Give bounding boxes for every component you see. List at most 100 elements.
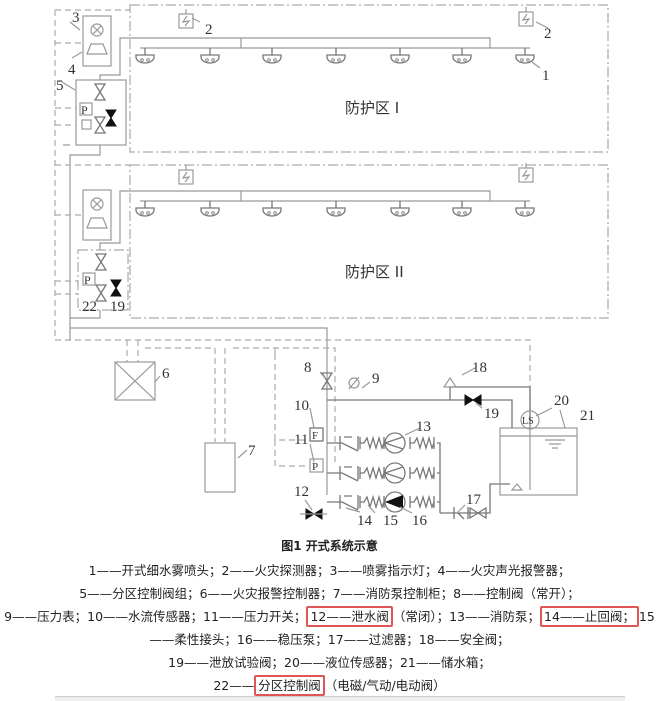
pressure-switch-symbol: P — [81, 103, 88, 117]
legend-text: 22—— — [213, 678, 255, 693]
solenoid-icon — [81, 119, 92, 130]
control-valve-icon — [94, 83, 106, 101]
nozzle-icon — [200, 47, 220, 64]
check-valve-icon — [339, 465, 359, 482]
nozzle-icon — [452, 47, 472, 64]
legend: 1——开式细水雾喷头；2——火灾探测器；3——喷雾指示灯；4——火灾声光报警器；… — [0, 561, 659, 699]
nozzle-icon — [135, 200, 155, 217]
pressure-switch-symbol: P — [312, 461, 318, 473]
control-valve-icon — [95, 253, 107, 271]
legend-text: （常闭）；13——消防泵； — [392, 609, 540, 624]
check-valve-icon — [339, 494, 359, 511]
nozzle-icon — [326, 47, 346, 64]
flexible-joint-icon — [359, 436, 385, 450]
callout-17: 17 — [466, 492, 482, 508]
legend-text: 19——泄放试验阀；20——液位传感器；21——储水箱； — [168, 655, 491, 670]
main-supply-pipe — [70, 310, 328, 495]
callout-3: 3 — [72, 10, 80, 26]
callout-21: 21 — [580, 408, 595, 424]
callout-1: 1 — [542, 68, 550, 84]
callout-19: 19 — [484, 406, 499, 422]
zone-2-boundary — [129, 164, 609, 319]
callout-18: 18 — [472, 360, 487, 376]
level-sensor-symbol: LS — [522, 416, 534, 427]
control-wiring — [55, 339, 531, 467]
zone-2-dashed-wiring — [55, 164, 130, 295]
callout-8: 8 — [304, 360, 312, 376]
check-valve-icon — [339, 435, 359, 452]
zone-valve-group-2 — [77, 249, 129, 311]
callout-2: 2 — [544, 26, 552, 42]
pressure-gauge-icon — [348, 376, 360, 390]
filter-icon — [453, 507, 469, 520]
flow-sensor-icon — [309, 427, 324, 442]
zone-control-valve-icon — [95, 284, 107, 302]
zone-1-pipe — [99, 37, 530, 80]
legend-line: 22——分区控制阀（电磁/气动/电动阀） — [0, 675, 659, 699]
legend-line: ——柔性接头；16——稳压泵；17——过滤器；18——安全阀； — [0, 630, 659, 653]
nozzle-icon — [515, 47, 535, 64]
legend-line: 1——开式细水雾喷头；2——火灾探测器；3——喷雾指示灯；4——火灾声光报警器； — [0, 561, 659, 584]
flexible-joint-icon — [359, 466, 385, 480]
callout-14: 14 — [357, 513, 373, 529]
callout-12: 12 — [294, 484, 309, 500]
scroll-edge — [55, 696, 625, 701]
zone-2-pipe — [99, 190, 530, 250]
pressure-switch-icon — [309, 458, 324, 473]
callout-5: 5 — [56, 78, 64, 94]
drain-test-valve-icon — [110, 279, 122, 297]
nozzle-icon — [515, 200, 535, 217]
zone-control-valve-icon — [94, 116, 106, 134]
jockey-pump-icon — [384, 491, 406, 513]
legend-highlighted-item: 12——泄水阀 — [306, 606, 393, 627]
nozzle-icon — [390, 47, 410, 64]
callout-10: 10 — [294, 398, 309, 414]
flexible-joint-icon — [409, 495, 435, 509]
figure-caption: 图1 开式系统示意 — [281, 539, 378, 553]
callout-leaders — [61, 17, 566, 514]
legend-text: （电磁/气动/电动阀） — [324, 678, 446, 693]
supply-pipe — [63, 144, 101, 340]
nozzle-icon — [262, 47, 282, 64]
safety-valve-icon — [442, 376, 458, 388]
flow-sensor-symbol: F — [312, 430, 318, 442]
nozzle-icon — [200, 200, 220, 217]
drain-test-valve-icon — [105, 109, 117, 127]
nozzle-icon — [262, 200, 282, 217]
fire-detector-icon — [518, 162, 534, 183]
indicator-alarm-box-icon — [82, 15, 112, 67]
nozzle-icon — [135, 47, 155, 64]
callout-4: 4 — [68, 62, 76, 78]
open-system-diagram: 防护区 I P 防护区 II P F P — [54, 4, 609, 529]
callout-9: 9 — [372, 371, 380, 387]
legend-highlighted-item: 14——止回阀； — [540, 606, 639, 627]
zone-valve-group-1 — [75, 79, 127, 146]
fire-detector-icon — [178, 164, 194, 185]
pressure-switch-icon — [79, 102, 93, 116]
zone-2-label: 防护区 II — [345, 263, 404, 281]
legend-line: 9——压力表；10——水流传感器；11——压力开关；12——泄水阀（常闭）；13… — [0, 606, 659, 630]
fire-detector-icon — [518, 6, 534, 27]
callout-15: 15 — [383, 513, 398, 529]
callout-13: 13 — [416, 419, 431, 435]
callout-20: 20 — [554, 393, 569, 409]
legend-line: 5——分区控制阀组；6——火灾报警控制器；7——消防泵控制柜；8——控制阀（常开… — [0, 584, 659, 607]
level-sensor-icon — [520, 410, 540, 430]
nozzle-icon — [390, 200, 410, 217]
callout-2: 2 — [205, 22, 213, 38]
fire-pump-icon — [384, 432, 406, 454]
nozzle-icon — [452, 200, 472, 217]
pump-piping — [327, 442, 510, 514]
legend-text: 15 — [638, 609, 655, 624]
legend-text: ——柔性接头；16——稳压泵；17——过滤器；18——安全阀； — [149, 632, 510, 647]
callout-11: 11 — [294, 432, 308, 448]
fire-pump-icon — [384, 462, 406, 484]
legend-text: 5——分区控制阀组；6——火灾报警控制器；7——消防泵控制柜；8——控制阀（常开… — [79, 586, 580, 601]
zone-1-boundary — [129, 4, 609, 153]
fire-detector-icon — [178, 8, 194, 29]
callout-16: 16 — [412, 513, 428, 529]
fire-alarm-controller — [114, 361, 156, 401]
legend-text: 9——压力表；10——水流传感器；11——压力开关； — [4, 609, 307, 624]
callout-7: 7 — [248, 443, 256, 459]
flexible-joint-icon — [409, 466, 435, 480]
